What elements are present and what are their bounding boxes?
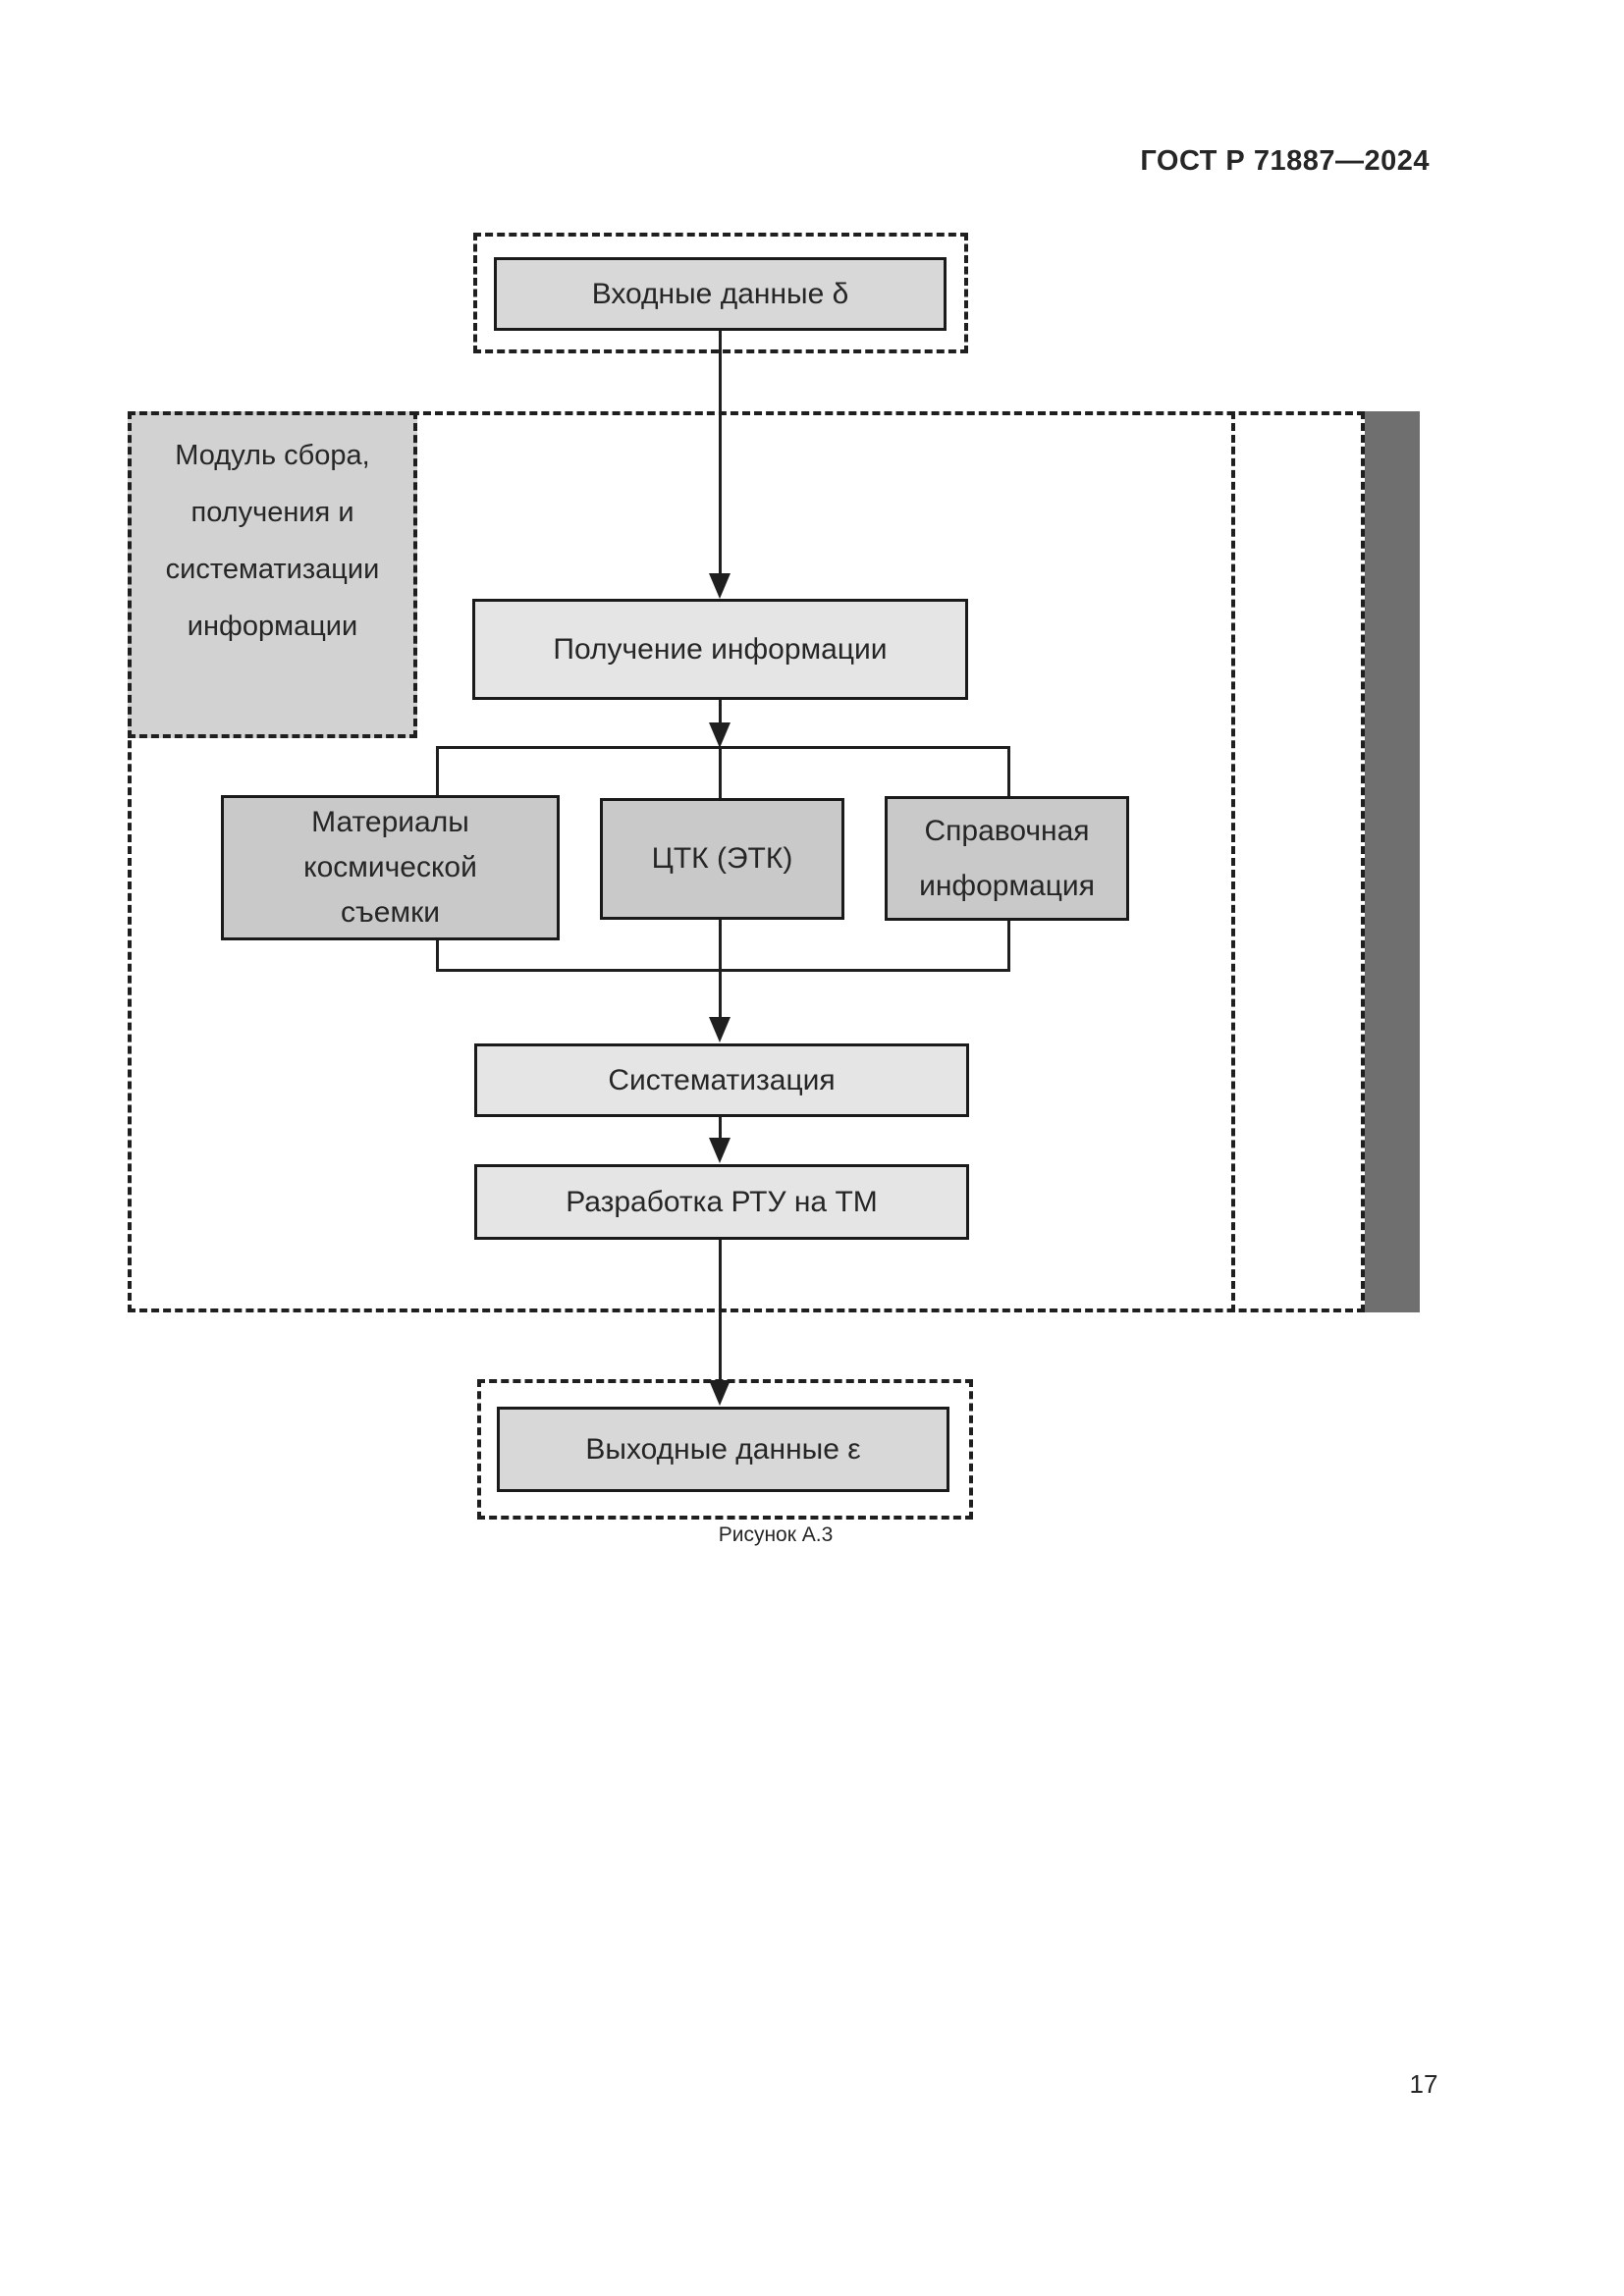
space-survey-materials-line: космической bbox=[303, 851, 477, 883]
reference-information-box: Справочная информация bbox=[885, 796, 1129, 921]
receive-information-box: Получение информации bbox=[472, 599, 968, 700]
connector-rise-center bbox=[719, 920, 722, 972]
space-survey-materials-line: Материалы bbox=[311, 806, 469, 838]
input-data-label: Входные данные δ bbox=[591, 277, 849, 310]
connector-top-bracket bbox=[436, 746, 1010, 749]
connector-drop-left bbox=[436, 748, 439, 795]
systematization-box: Систематизация bbox=[474, 1043, 969, 1117]
arrow-sources-to-systematization-line bbox=[719, 972, 722, 1019]
arrow-sources-to-systematization-head bbox=[709, 1017, 731, 1042]
systematization-label: Систематизация bbox=[608, 1063, 836, 1096]
arrow-receive-to-sources-line bbox=[719, 700, 722, 727]
output-group-dashed-border bbox=[477, 1379, 973, 1520]
arrow-receive-to-sources-head bbox=[709, 722, 731, 748]
arrow-input-to-receive-line bbox=[719, 331, 722, 576]
output-data-label: Выходные данные ε bbox=[585, 1432, 861, 1466]
connector-bottom-bracket bbox=[436, 969, 1010, 972]
connector-rise-right bbox=[1007, 921, 1010, 969]
module-label-line: получения и bbox=[190, 497, 354, 528]
input-data-box: Входные данные δ bbox=[494, 257, 947, 331]
space-survey-materials-line: съемки bbox=[341, 896, 440, 929]
arrow-development-to-output-line bbox=[719, 1240, 722, 1382]
module-dashed-border bbox=[128, 411, 1365, 1312]
arrow-systematization-to-development-line bbox=[719, 1117, 722, 1141]
output-data-box: Выходные данные ε bbox=[497, 1407, 949, 1492]
ctk-etk-label: ЦТК (ЭТК) bbox=[651, 842, 793, 876]
rtu-development-label: Разработка РТУ на ТМ bbox=[566, 1185, 878, 1218]
receive-information-label: Получение информации bbox=[553, 632, 888, 666]
page-header: ГОСТ Р 71887—2024 bbox=[1140, 145, 1430, 177]
connector-rise-left bbox=[436, 940, 439, 969]
reference-information-line: информация bbox=[919, 869, 1095, 902]
module-divider-dashed-line bbox=[1231, 411, 1235, 1312]
arrow-systematization-to-development-head bbox=[709, 1138, 731, 1163]
arrow-input-to-receive-head bbox=[709, 573, 731, 599]
page-number: 17 bbox=[1409, 2069, 1438, 2099]
connector-drop-right bbox=[1007, 748, 1010, 796]
module-sidebar-bar bbox=[1365, 411, 1420, 1312]
figure-caption: Рисунок А.3 bbox=[718, 1523, 834, 1546]
module-label-line: Модуль сбора, bbox=[175, 440, 370, 471]
connector-drop-center bbox=[719, 748, 722, 798]
reference-information-line: Справочная bbox=[924, 814, 1090, 847]
module-label-box: Модуль сбора, получения и систематизации… bbox=[128, 411, 417, 738]
module-label-line: информации bbox=[187, 611, 358, 642]
space-survey-materials-box: Материалы космической съемки bbox=[221, 795, 560, 940]
module-label-line: систематизации bbox=[165, 554, 380, 585]
rtu-development-box: Разработка РТУ на ТМ bbox=[474, 1164, 969, 1240]
ctk-etk-box: ЦТК (ЭТК) bbox=[600, 798, 844, 920]
arrow-development-to-output-head bbox=[709, 1380, 731, 1406]
